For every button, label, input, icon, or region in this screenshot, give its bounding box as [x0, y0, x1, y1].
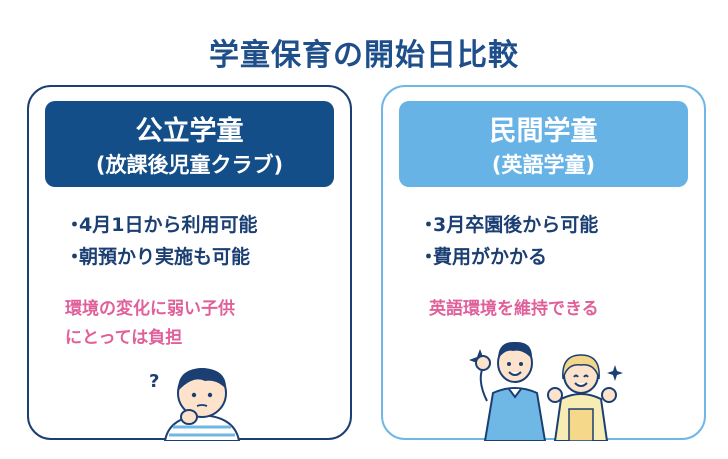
- public-gakudo-points: ・4月1日から利用可能 ・朝預かり実施も可能: [65, 209, 257, 273]
- public-gakudo-subtitle: (放課後児童クラブ): [95, 153, 284, 177]
- public-gakudo-title: 公立学童: [135, 116, 244, 147]
- note-line: 英語環境を維持できる: [429, 299, 599, 319]
- private-gakudo-card: 民間学童 (英語学童) ・3月卒園後から可能 ・費用がかかる 英語環境を維持でき…: [381, 85, 706, 441]
- private-gakudo-title: 民間学童: [489, 116, 598, 147]
- point-text: 4月1日から利用可能: [79, 214, 258, 236]
- private-gakudo-subtitle: (英語学童): [491, 153, 596, 177]
- bullet-mark: ・: [65, 246, 85, 268]
- public-gakudo-note: 環境の変化に弱い子供 にとっては負担: [65, 295, 235, 353]
- point-text: 朝預かり実施も可能: [79, 246, 251, 268]
- list-item: ・3月卒園後から可能: [419, 209, 598, 241]
- public-gakudo-card: 公立学童 (放課後児童クラブ) ・4月1日から利用可能 ・朝預かり実施も可能 環…: [27, 85, 352, 441]
- note-line: 環境の変化に弱い子供: [65, 299, 235, 319]
- page-title: 学童保育の開始日比較: [209, 38, 519, 73]
- svg-text:?: ?: [149, 371, 159, 392]
- bullet-mark: ・: [419, 214, 439, 236]
- bullet-mark: ・: [65, 214, 85, 236]
- private-gakudo-note: 英語環境を維持できる: [429, 295, 599, 324]
- point-text: 3月卒園後から可能: [433, 214, 599, 236]
- note-line: にとっては負担: [65, 328, 183, 348]
- list-item: ・4月1日から利用可能: [65, 209, 257, 241]
- happy-parent-couple-icon: [469, 341, 623, 441]
- list-item: ・朝預かり実施も可能: [65, 241, 257, 273]
- public-gakudo-header: 公立学童 (放課後児童クラブ): [45, 101, 334, 187]
- point-text: 費用がかかる: [433, 246, 548, 268]
- private-gakudo-header: 民間学童 (英語学童): [399, 101, 688, 187]
- thinking-child-icon: ?: [149, 368, 241, 441]
- list-item: ・費用がかかる: [419, 241, 598, 273]
- bullet-mark: ・: [419, 246, 439, 268]
- private-gakudo-points: ・3月卒園後から可能 ・費用がかかる: [419, 209, 598, 273]
